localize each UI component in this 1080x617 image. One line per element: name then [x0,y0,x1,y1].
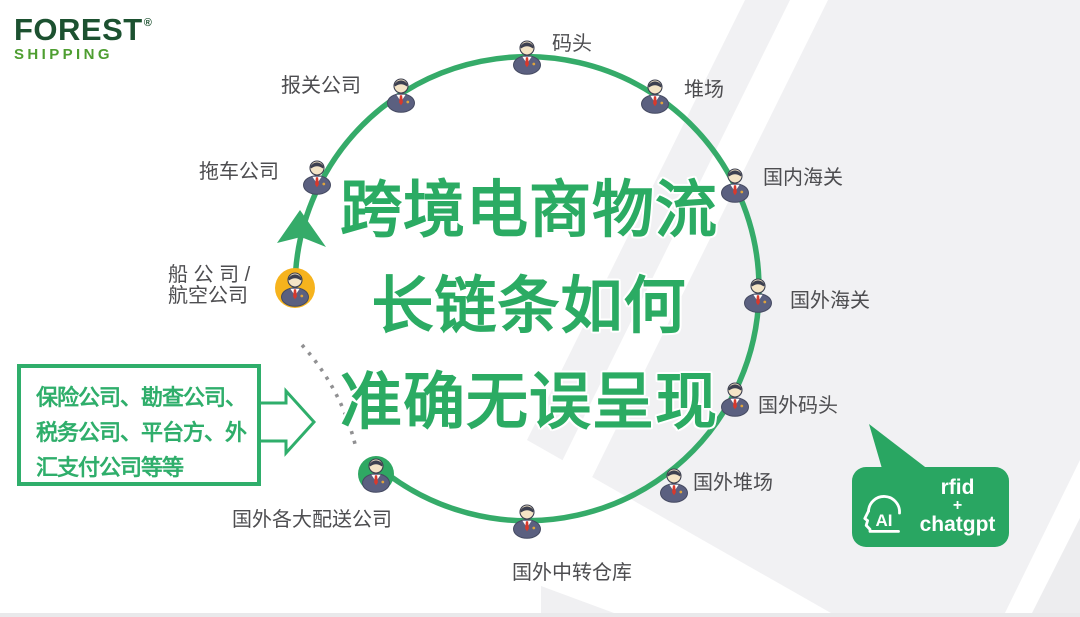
logo: FOREST® SHIPPING [14,14,152,62]
chain-node-guonei-haiguan: 国内海关 [720,167,843,203]
businessman-icon [361,458,391,493]
chain-node-guowai-peisong: 国外各大配送公司 [232,456,394,531]
chain-node-label: 堆场 [684,79,724,101]
side-note-line-2: 税务公司、平台方、外 [36,420,247,445]
bottom-edge-strip [0,613,1080,617]
businessman-icon [659,468,689,503]
chain-node-label: 码头 [552,33,592,55]
logo-sub-text: SHIPPING [14,46,113,63]
chain-node-matou: 码头 [512,34,592,75]
ai-bubble-text: rfid + chatgpt [906,476,1009,536]
chain-node-label: 船 公 司 /航空公司 [168,264,251,307]
registered-mark: ® [143,17,152,29]
chain-node-guowai-haiguan: 国外海关 [743,277,870,313]
chain-node-duichang: 堆场 [640,78,724,114]
chain-node-label: 拖车公司 [199,161,279,183]
chain-circle-arc [292,53,762,524]
chain-node-tuoche: 拖车公司 [199,159,332,195]
chain-node-label: 国外海关 [790,290,870,312]
chain-node-label: 国外各大配送公司 [232,509,392,531]
chain-node-guowai-duichang: 国外堆场 [659,467,773,503]
chain-node-label: 国内海关 [763,167,843,189]
chain-node-label: 国外码头 [758,395,838,417]
side-note-box: 保险公司、勘查公司、 税务公司、平台方、外 汇支付公司等等 [17,364,261,486]
svg-text:AI: AI [876,511,893,530]
ai-bubble-line-2: + [952,497,963,514]
bubble-tail [869,424,929,472]
chain-node-label: 国外堆场 [693,472,773,494]
chain-node-baoguan: 报关公司 [281,76,416,113]
side-note-line-3: 汇支付公司等等 [36,455,184,480]
side-note-line-1: 保险公司、勘查公司、 [36,385,247,410]
chain-node-guowai-zhongzhuan-cangku: 国外中转仓库 [512,503,632,584]
chain-node-chuan-hangkong: 船 公 司 /航空公司 [168,265,315,308]
ai-bubble-line-3: chatgpt [919,513,996,536]
side-note-arrow-icon [254,387,317,457]
businessman-icon [720,168,750,203]
chain-node-label: 报关公司 [281,75,361,97]
businessman-icon [386,78,416,113]
chain-node-guowai-matou: 国外码头 [720,381,838,417]
businessman-icon [302,160,332,195]
businessman-icon [512,504,542,539]
flow-arrowhead-icon [277,210,326,247]
businessman-icon [720,382,750,417]
ai-bubble-line-1: rfid [940,476,975,499]
businessman-icon [743,278,773,313]
logo-brand-text: FOREST [14,12,143,47]
businessman-icon [280,272,310,307]
chain-node-label: 国外中转仓库 [512,562,632,584]
businessman-icon [640,79,670,114]
chain-dotted-arc [300,343,357,445]
businessman-icon [512,40,542,75]
ai-headset-icon: AI [863,495,901,533]
ai-bubble: AI rfid + chatgpt [852,467,1009,547]
